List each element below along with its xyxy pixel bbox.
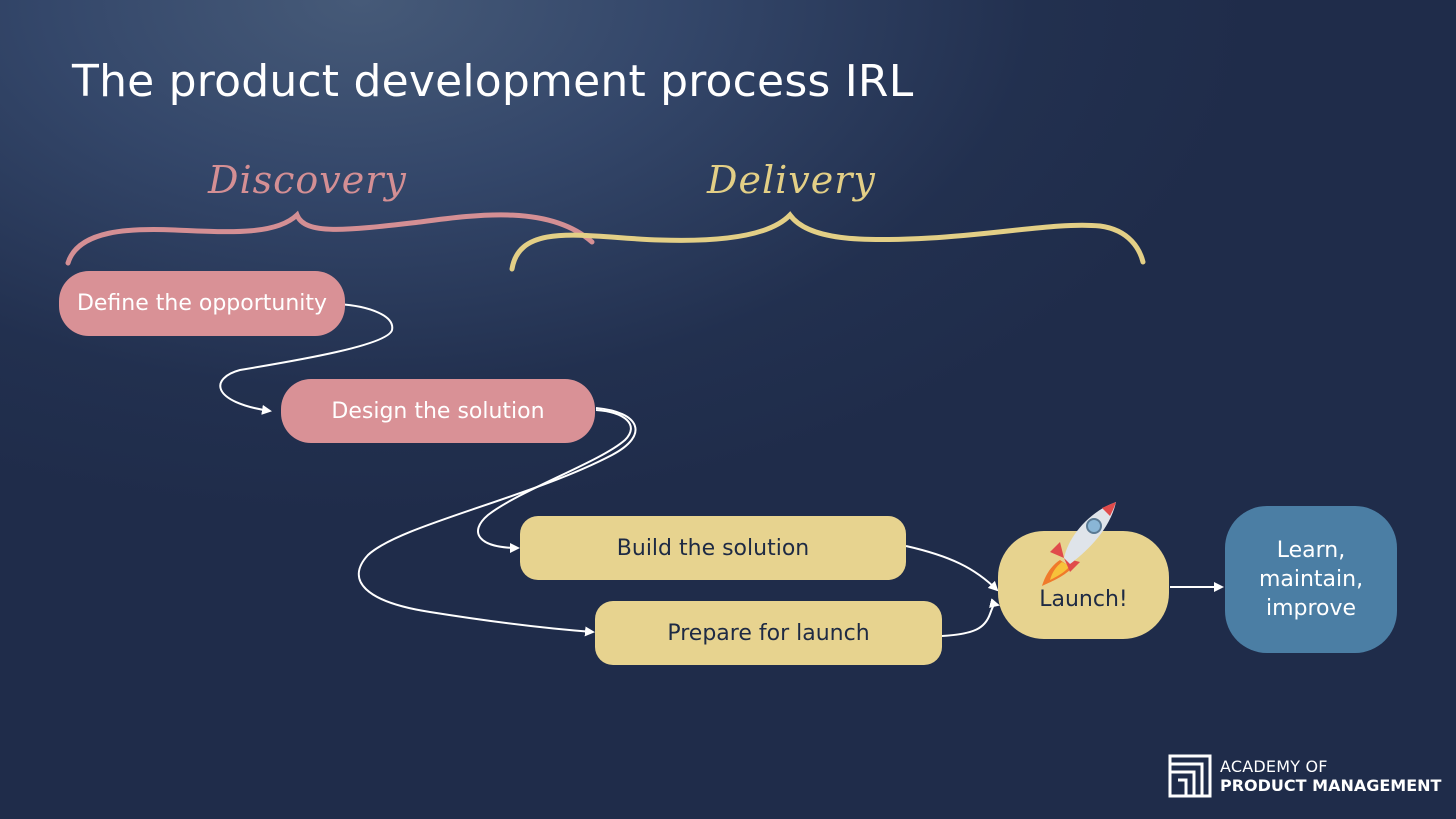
learn-line-1: Learn, (1276, 538, 1346, 563)
build-the-solution-node: Build the solution (520, 516, 906, 580)
learn-line-2: maintain, (1258, 567, 1364, 592)
academy-logo: ACADEMY OF PRODUCT MANAGEMENT (1168, 754, 1441, 798)
design-the-solution-node: Design the solution (281, 379, 595, 443)
academy-logo-icon (1168, 754, 1212, 798)
delivery-brace (509, 211, 1146, 272)
logo-line-1: ACADEMY OF (1220, 757, 1328, 776)
define-the-opportunity-node: Define the opportunity (59, 271, 345, 336)
prepare-for-launch-node: Prepare for launch (595, 601, 942, 665)
delivery-phase-label: Delivery (707, 158, 876, 202)
arrow-build-to-launch (905, 545, 999, 592)
rocket-icon (1042, 502, 1116, 586)
arrow-design-to-build (477, 409, 632, 553)
arrow-design-to-prepare (357, 407, 637, 637)
logo-line-2: PRODUCT MANAGEMENT (1220, 776, 1442, 795)
learn-line-3: improve (1265, 596, 1357, 621)
discovery-brace (65, 210, 595, 266)
arrow-prepare-to-launch (941, 598, 1000, 637)
page-title: The product development process IRL (72, 56, 914, 107)
arrow-define-to-design (219, 303, 394, 415)
learn-maintain-improve-node: Learn, maintain, improve (1225, 506, 1397, 653)
launch-node: Launch! (998, 531, 1169, 639)
discovery-phase-label: Discovery (208, 158, 407, 202)
